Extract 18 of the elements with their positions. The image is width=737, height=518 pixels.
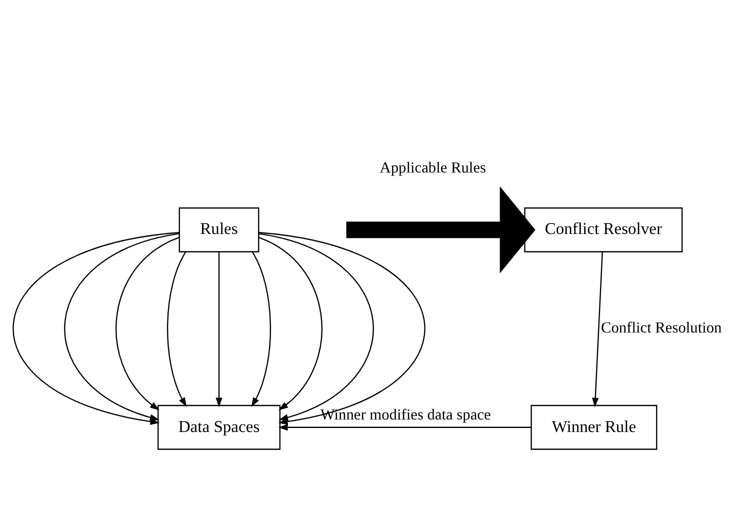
edge-label: Winner modifies data space bbox=[320, 406, 491, 424]
arrow bbox=[258, 232, 425, 425]
arrow bbox=[251, 252, 271, 408]
node-box: Data Spaces bbox=[158, 404, 281, 450]
arrow bbox=[167, 252, 187, 408]
arrow bbox=[116, 236, 180, 410]
edge-label: Conflict Resolution bbox=[601, 320, 722, 337]
node-box: Rules bbox=[178, 207, 260, 252]
arrow bbox=[346, 186, 536, 274]
arrow bbox=[278, 424, 532, 431]
node-box: Winner Rule bbox=[530, 404, 658, 450]
arrow bbox=[258, 236, 322, 410]
arrow bbox=[258, 233, 374, 421]
arrow bbox=[592, 252, 603, 408]
node-box: Conflict Resolver bbox=[524, 207, 683, 252]
edge-label: Applicable Rules bbox=[380, 159, 486, 176]
arrow bbox=[216, 252, 222, 408]
arrow bbox=[64, 233, 180, 421]
